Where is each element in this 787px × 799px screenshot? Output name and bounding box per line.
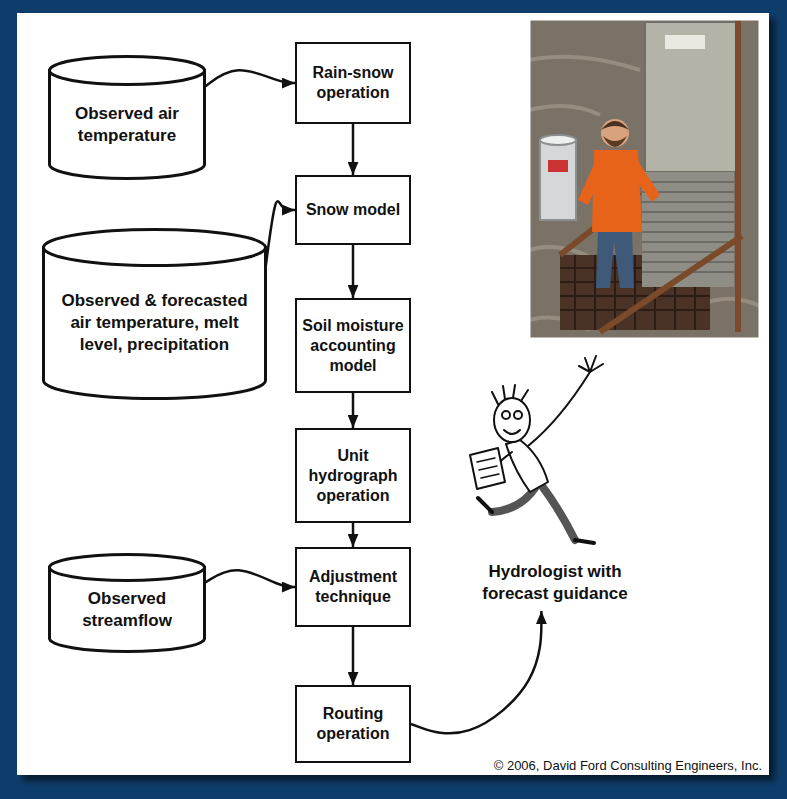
node-text: Snow model (306, 200, 400, 220)
cartoon-hand (579, 356, 603, 372)
flow-arrow (411, 611, 541, 733)
data-cylinder: Observed & forecasted air temperature, m… (42, 228, 267, 400)
node-text: Observed streamflow (62, 588, 192, 632)
man-arm (578, 160, 604, 205)
flow-arrow (352, 393, 355, 428)
node-text: Observed air temperature (62, 103, 192, 147)
flow-arrow (266, 201, 296, 268)
man-jeans (596, 230, 634, 288)
copyright-note: © 2006, David Ford Consulting Engineers,… (400, 758, 762, 773)
cylinder-body (50, 71, 205, 179)
node-text: Hydrologist with forecast guidance (472, 561, 638, 605)
paper-lines (477, 458, 499, 478)
node-text: Unit hydrograph operation (301, 446, 405, 506)
cartoon-eye (502, 411, 510, 419)
gauge-cabinet (645, 22, 740, 172)
cylinder-top (44, 230, 266, 266)
river-water (529, 19, 760, 339)
hydrologist-cartoon (470, 356, 603, 543)
cartoon-arm (528, 372, 590, 446)
man-beard (603, 136, 627, 147)
connectors (205, 70, 542, 733)
cartoon-hair (492, 385, 528, 404)
process-box: Unit hydrograph operation (295, 428, 411, 523)
process-box: Routing operation (295, 685, 411, 763)
man-hair (601, 121, 629, 130)
white-panel (17, 13, 769, 775)
flow-arrow (352, 523, 355, 547)
process-box: Snow model (295, 175, 411, 245)
cylinder-body (44, 248, 266, 399)
cartoon-mouth (504, 430, 520, 434)
cartoon-body (506, 440, 548, 492)
cartoon-eye (514, 411, 522, 419)
cylinder-top (50, 57, 205, 85)
cabinet-sticker (665, 35, 705, 49)
flow-arrow (205, 70, 296, 87)
node-text: Soil moisture accounting model (301, 316, 405, 376)
node-text: Observed & forecasted air temperature, m… (56, 290, 253, 356)
process-box: Soil moisture accounting model (295, 298, 411, 393)
node-text: Rain-snow operation (301, 63, 405, 103)
data-cylinder: Observed air temperature (48, 55, 206, 180)
cartoon-paper (470, 448, 505, 489)
railing (560, 20, 742, 332)
photo-border (529, 19, 760, 339)
cartoon-feet (478, 498, 594, 543)
process-box: Rain-snow operation (295, 42, 411, 124)
man-arm (632, 158, 660, 202)
rain-gauge (540, 140, 576, 220)
cylinder-top (50, 555, 205, 581)
flow-arrow (205, 570, 296, 587)
man-head (601, 119, 629, 147)
data-cylinder: Observed streamflow (48, 553, 206, 653)
man-vest (592, 150, 642, 232)
flow-arrow (352, 627, 355, 685)
node-text: Adjustment technique (301, 567, 405, 607)
cartoon-leg (542, 486, 575, 540)
process-box: Adjustment technique (295, 547, 411, 627)
gauge-rim (540, 135, 576, 145)
flow-arrow (352, 124, 355, 175)
flow-arrow (352, 245, 355, 298)
cartoon-head (494, 398, 530, 442)
node-text: Routing operation (301, 704, 405, 744)
gauge-photo (529, 19, 760, 339)
figure-caption: Hydrologist with forecast guidance (470, 558, 640, 608)
gauge-tag (548, 160, 568, 172)
